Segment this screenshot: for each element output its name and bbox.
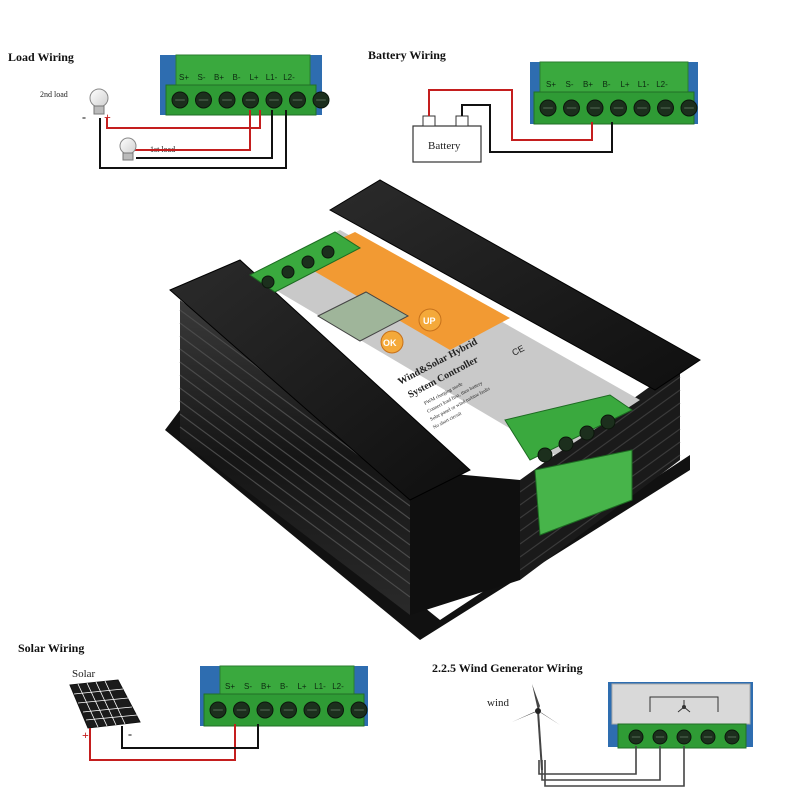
terminal-label: B- (233, 73, 241, 82)
terminal-label: B- (603, 80, 611, 89)
terminal-label: S- (566, 80, 574, 89)
solar-minus-sign: - (128, 727, 132, 741)
wind-wiring-title: 2.2.5 Wind Generator Wiring (432, 661, 583, 675)
up-button-label: UP (423, 316, 436, 326)
terminal-label: L1- (314, 682, 326, 691)
solar-terminal-labels: S+ S- B+ B- L+ L1- L2- (225, 682, 344, 691)
heatsink-fin (179, 361, 411, 533)
solar-plus-sign: + (82, 728, 89, 742)
battery-terminal-screws (539, 99, 698, 117)
heatsink-fin (179, 426, 411, 598)
wind-terminal-schematic (649, 696, 719, 713)
terminal-screw (321, 245, 335, 259)
battery-box-label: Battery (428, 140, 461, 152)
terminal-screw (558, 436, 574, 452)
first-load-bulb-icon (119, 137, 137, 161)
terminal-label: B+ (261, 682, 271, 691)
terminal-screw (579, 425, 595, 441)
wind-turbine-icon (512, 684, 560, 771)
wind-wires (538, 746, 685, 787)
terminal-label: B+ (214, 73, 224, 82)
heatsink-fin (179, 413, 411, 585)
heatsink-fin (179, 335, 411, 507)
terminal-screw (301, 255, 315, 269)
terminal-label: S- (198, 73, 206, 82)
terminal-screw (537, 447, 553, 463)
solar-wiring-title: Solar Wiring (18, 641, 85, 655)
solar-wires (89, 724, 259, 761)
terminal-label: L1- (266, 73, 278, 82)
terminal-label: S+ (546, 80, 556, 89)
terminal-label: B+ (583, 80, 593, 89)
second-load-bulb-icon (89, 88, 109, 115)
terminal-label: L1- (638, 80, 650, 89)
second-load-label: 2nd load (40, 90, 68, 99)
solar-panel-icon (69, 679, 141, 729)
wind-terminal-screws (628, 729, 740, 745)
load-plus-sign: + (104, 110, 111, 124)
terminal-label: L2- (656, 80, 668, 89)
terminal-label: S+ (179, 73, 189, 82)
load-terminal-screws (171, 91, 330, 109)
terminal-label: S- (244, 682, 252, 691)
heatsink-fin (179, 348, 411, 520)
solar-terminal-screws (209, 701, 368, 719)
load-terminal-labels: S+ S- B+ B- L+ L1- L2- (179, 73, 295, 82)
heatsink-fin (179, 400, 411, 572)
load-minus-sign: - (82, 110, 86, 124)
battery-wiring-title: Battery Wiring (368, 48, 446, 62)
load-wiring-title: Load Wiring (8, 50, 74, 64)
terminal-label: L+ (620, 80, 629, 89)
load-wires (99, 110, 287, 169)
solar-terminal-block (200, 665, 368, 727)
solar-panel-label: Solar (72, 668, 96, 680)
terminal-label: L2- (283, 73, 295, 82)
terminal-screw (281, 265, 295, 279)
battery-wires (428, 89, 613, 153)
terminal-label: L+ (297, 682, 306, 691)
terminal-screw (600, 414, 616, 430)
heatsink-fin (179, 374, 411, 546)
battery-terminal-labels: S+ S- B+ B- L+ L1- L2- (546, 80, 668, 89)
battery-icon: Battery (412, 115, 482, 163)
terminal-screw (261, 275, 275, 289)
ok-button-label: OK (383, 338, 397, 348)
controller-bottom-screws (537, 414, 616, 463)
controller-unit: OK UP Wind&Solar Hybrid System Controlle… (165, 179, 701, 640)
heatsink-fin (179, 387, 411, 559)
terminal-label: S+ (225, 682, 235, 691)
terminal-label: L2- (332, 682, 344, 691)
controller-top-screws (261, 245, 335, 289)
wind-label: wind (487, 697, 509, 709)
terminal-label: L+ (249, 73, 258, 82)
terminal-label: B- (280, 682, 288, 691)
